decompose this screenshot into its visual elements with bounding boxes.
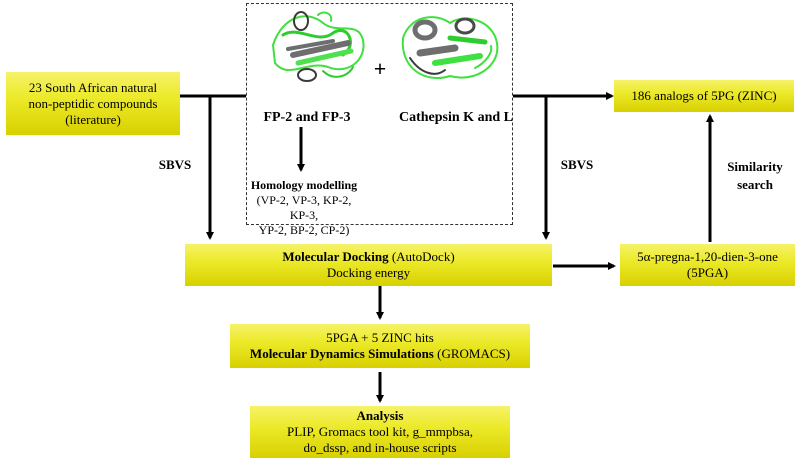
- sbvs-left-label: SBVS: [158, 157, 192, 172]
- homology-line1: (VP-2, VP-3, KP-2, KP-3,: [256, 193, 352, 222]
- analysis-line2: PLIP, Gromacs tool kit, g_mmpbsa,: [287, 424, 473, 439]
- 5pga-line2: (5PGA): [686, 265, 729, 280]
- plus-sign: +: [373, 56, 387, 81]
- 5pga-result-box: 5α-pregna-1,20-dien-3-one (5PGA): [620, 244, 795, 286]
- natural-compounds-line3: (literature): [65, 111, 121, 127]
- natural-compounds-box: 23 South African natural non-peptidic co…: [6, 72, 180, 135]
- analysis-box: Analysis PLIP, Gromacs tool kit, g_mmpbs…: [250, 406, 510, 458]
- fp-protein-structure-image: [271, 11, 365, 82]
- zinc-analogs-label: 186 analogs of 5PG (ZINC): [631, 88, 777, 103]
- docking-title: Molecular Docking (AutoDock): [282, 249, 455, 264]
- natural-compounds-line1: 23 South African natural: [28, 79, 158, 95]
- similarity-line2: search: [737, 177, 773, 192]
- molecular-docking-box: Molecular Docking (AutoDock) Docking ene…: [185, 244, 552, 286]
- analysis-line3: do_dssp, and in-house scripts: [303, 440, 457, 455]
- analysis-title: Analysis: [356, 408, 404, 423]
- protein-targets-panel: [246, 3, 513, 225]
- md-line1: 5PGA + 5 ZINC hits: [326, 330, 434, 345]
- cathepsin-label: Cathepsin K and L: [399, 110, 513, 125]
- homology-title: Homology modelling: [250, 178, 358, 192]
- homology-line2: YP-2, BP-2, CP-2): [258, 223, 350, 237]
- sbvs-right-label: SBVS: [560, 157, 594, 172]
- fp-label: FP-2 and FP-3: [263, 110, 351, 125]
- similarity-search-label: Similarity search: [715, 158, 795, 194]
- molecular-dynamics-box: 5PGA + 5 ZINC hits Molecular Dynamics Si…: [230, 324, 530, 368]
- similarity-line1: Similarity: [727, 159, 783, 174]
- docking-energy-label: Docking energy: [326, 265, 411, 280]
- natural-compounds-line2: non-peptidic compounds: [28, 95, 158, 111]
- cathepsin-protein-structure-image: [401, 16, 499, 79]
- zinc-analogs-box: 186 analogs of 5PG (ZINC): [614, 80, 794, 112]
- 5pga-line1: 5α-pregna-1,20-dien-3-one: [637, 249, 778, 264]
- homology-modelling-text: Homology modelling (VP-2, VP-3, KP-2, KP…: [249, 178, 359, 238]
- md-line2: Molecular Dynamics Simulations (GROMACS): [249, 346, 511, 361]
